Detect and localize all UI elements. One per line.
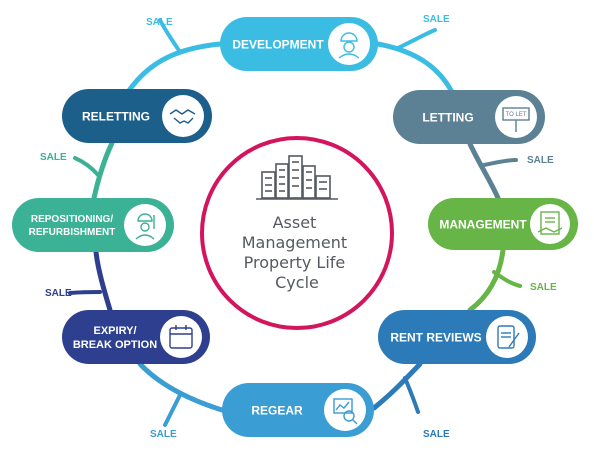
stage-letting-label: LETTING — [422, 110, 473, 124]
stage-letting: TO LET LETTING — [393, 90, 545, 144]
cycle-connectors — [91, 41, 506, 413]
sale-branch-arrow — [492, 270, 522, 288]
cycle-connector — [91, 140, 115, 201]
sale-label: SALE — [40, 152, 67, 163]
sale-branch-arrow — [158, 18, 182, 54]
cycle-connector — [93, 249, 113, 313]
sale-label: SALE — [530, 282, 557, 293]
stage-regear-label: REGEAR — [251, 403, 303, 417]
stage-reletting-label: RELETTING — [82, 109, 150, 123]
cycle-connector — [467, 247, 506, 313]
city-buildings-icon — [256, 155, 338, 200]
stage-management-label: MANAGEMENT — [439, 217, 527, 231]
center-title: Asset Management Property Life Cycle — [242, 213, 353, 292]
sale-branch-arrow — [163, 393, 182, 427]
stage-regear: REGEAR — [222, 383, 374, 437]
handshake-icon — [162, 95, 204, 137]
construction-worker-icon — [328, 23, 370, 65]
sale-label: SALE — [423, 14, 450, 25]
stage-expiry-label: EXPIRY/BREAK OPTION — [73, 325, 157, 351]
sale-branch-arrow — [403, 376, 420, 414]
stage-development: DEVELOPMENT — [220, 17, 378, 71]
cycle-connector — [371, 361, 423, 411]
stage-management: MANAGEMENT — [428, 198, 578, 250]
sale-branch-arrow — [396, 28, 437, 50]
svg-text:TO LET: TO LET — [506, 112, 527, 118]
sale-label: SALE — [150, 429, 177, 440]
stage-repositioning-label: REPOSITIONING/REFURBISHMENT — [29, 214, 116, 238]
sale-label: SALE — [527, 155, 554, 166]
sale-branch-arrow — [73, 156, 100, 177]
calendar-icon — [160, 316, 202, 358]
chart-magnifier-icon — [324, 389, 366, 431]
stage-development-label: DEVELOPMENT — [232, 37, 324, 51]
clipboard-pen-icon — [486, 316, 528, 358]
cycle-connector — [125, 41, 223, 95]
stage-nodes: DEVELOPMENT TO LET LETTING MANAGEMENT RENT R… — [12, 17, 578, 437]
stage-repositioning: REPOSITIONING/REFURBISHMENT — [12, 198, 174, 252]
stage-reletting: RELETTING — [62, 89, 212, 143]
cycle-connector — [467, 141, 501, 201]
cycle-connector — [137, 361, 225, 413]
contract-handshake-icon — [530, 204, 570, 244]
sale-label: SALE — [423, 429, 450, 440]
stage-rent-reviews-label: RENT REVIEWS — [390, 330, 481, 344]
to-let-sign-icon: TO LET — [495, 96, 537, 138]
stage-rent-reviews: RENT REVIEWS — [378, 310, 536, 364]
cycle-connector — [375, 41, 455, 95]
sale-label: SALE — [146, 17, 173, 28]
sale-branches: SALE SALE SALE SALE SALE SALE SALE SALE — [40, 14, 557, 440]
painter-worker-icon — [124, 204, 166, 246]
sale-branch-arrow — [482, 158, 518, 167]
sale-branch-arrow — [68, 290, 102, 295]
center-cycle-circle: Asset Management Property Life Cycle — [200, 136, 394, 330]
sale-label: SALE — [45, 288, 72, 299]
stage-expiry: EXPIRY/BREAK OPTION — [62, 310, 210, 364]
